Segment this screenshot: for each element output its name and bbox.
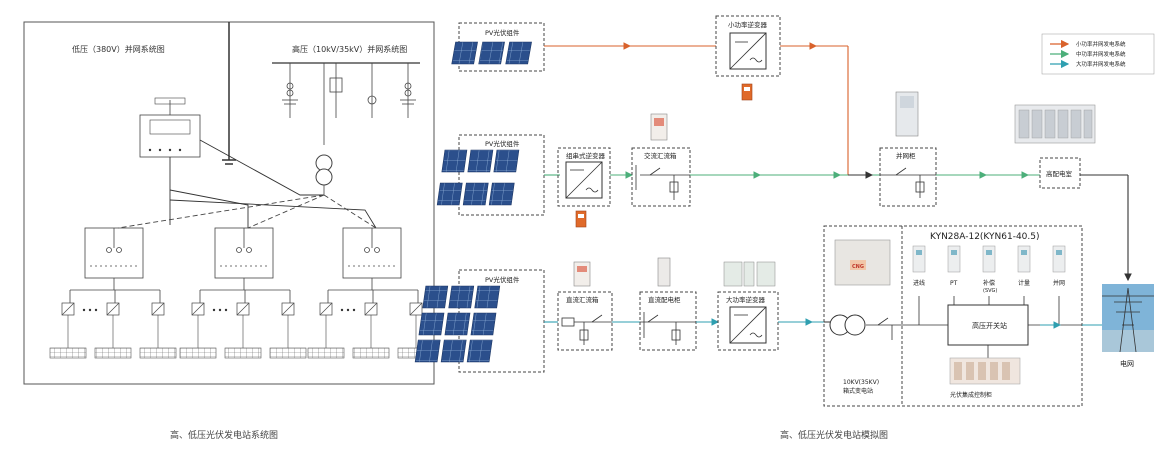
string-inverter-box <box>557 147 611 207</box>
distribution-room-label: 高配电室 <box>1046 169 1073 178</box>
kyn-cab-label-metering: 计量 <box>1018 279 1030 287</box>
grid-label: 电网 <box>1120 359 1134 368</box>
ac-combiner-box <box>631 147 691 207</box>
substation-label-2: 箱式变电站 <box>843 387 873 395</box>
legend-label-large: 大功率并网发电系统 <box>1076 60 1126 68</box>
substation-area <box>823 225 1083 407</box>
high-voltage-title: 高压（10kV/35kV）并网系统图 <box>292 44 407 54</box>
grid-cabinet-box <box>879 147 937 207</box>
kyn-cab-label-pt: PT <box>950 280 958 287</box>
dc-combiner-label: 直流汇流箱 <box>566 295 599 304</box>
small-inverter-box <box>715 15 781 77</box>
pv-label-1: PV光伏组件 <box>485 28 520 37</box>
ac-combiner-label: 交流汇流箱 <box>644 151 677 160</box>
kyn-cab-label-incoming: 进线 <box>913 279 925 287</box>
left-system-diagram: 低压（380V）并网系统图 高压（10kV/35kV）并网系统图 <box>23 21 435 385</box>
small-inverter-label: 小功率逆变器 <box>728 20 768 29</box>
right-caption: 高、低压光伏发电站模拟图 <box>780 431 889 441</box>
dc-distribution-label: 直流配电柜 <box>648 295 681 304</box>
kyn-cab-label-compensation: 补偿 <box>983 279 995 287</box>
svg-text:CNG: CNG <box>852 264 864 270</box>
pv-label-3: PV光伏组件 <box>485 275 520 284</box>
monitor-label: 光伏集成控制柜 <box>950 391 992 399</box>
large-inverter-box <box>717 291 779 351</box>
hv-switch-label: 高压开关站 <box>972 321 1007 330</box>
legend-label-medium: 中功率并网发电系统 <box>1076 50 1126 58</box>
kyn-cab-label-svg: (SVG) <box>983 288 997 294</box>
hv-switch-box <box>947 304 1029 346</box>
right-simulation-diagram: PV光伏组件 PV光伏组件 PV光伏组件 小功率逆变器 <box>414 15 1154 407</box>
large-inverter-label: 大功率逆变器 <box>726 295 766 304</box>
grid-cabinet-label: 并网柜 <box>896 151 916 160</box>
pv-label-2: PV光伏组件 <box>485 139 520 148</box>
legend-label-small: 小功率并网发电系统 <box>1076 40 1126 48</box>
low-voltage-title: 低压（380V）并网系统图 <box>72 44 165 54</box>
legend: 小功率并网发电系统 中功率并网发电系统 大功率并网发电系统 <box>1041 33 1155 75</box>
substation-label-1: 10KV(35KV) <box>843 379 879 386</box>
dc-combiner-box <box>557 291 613 351</box>
distribution-room-box <box>1039 157 1081 189</box>
left-caption: 高、低压光伏发电站系统图 <box>170 431 279 441</box>
dc-distribution-box <box>639 291 697 351</box>
kyn-cab-label-grid: 并网 <box>1053 279 1065 287</box>
kyn-title: KYN28A-12(KYN61-40.5) <box>930 232 1040 242</box>
string-inverter-label: 组串式逆变器 <box>566 151 606 160</box>
